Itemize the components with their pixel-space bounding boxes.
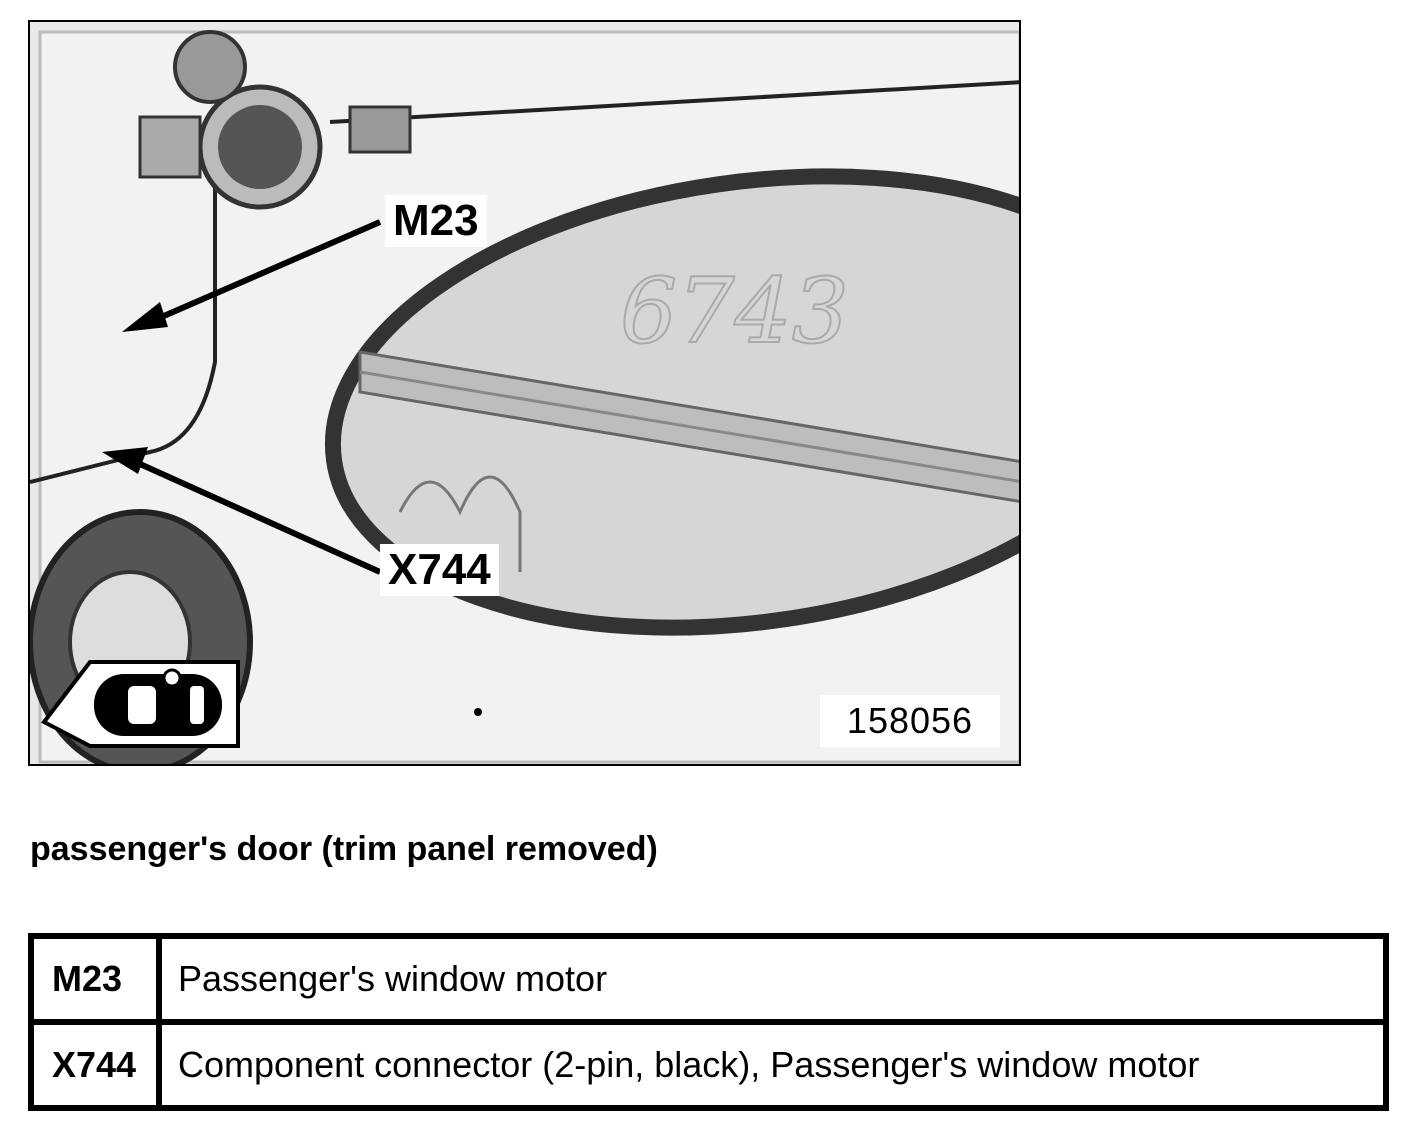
legend-code: M23 [28,933,162,1025]
arrow-m23 [122,219,382,332]
figure-number: 158056 [820,695,1000,747]
speaker-top [138,30,412,210]
legend-table: M23 Passenger's window motor X744 Compon… [28,933,1389,1111]
car-view-icon [40,660,240,748]
callout-m23: M23 [385,195,487,247]
door-illustration: 6743 [30,22,1019,764]
callout-x744: X744 [380,544,499,596]
handwriting: 6743 [620,259,849,364]
legend-description: Passenger's window motor [156,933,1389,1025]
window-opening: 6743 [324,168,1019,636]
door-photo: 6743 [28,20,1021,766]
figure-caption: passenger's door (trim panel removed) [30,830,658,868]
table-row: M23 Passenger's window motor [28,933,1389,1025]
table-row: X744 Component connector (2-pin, black),… [28,1019,1389,1111]
arrow-x744 [102,447,382,575]
legend-description: Component connector (2-pin, black), Pass… [156,1019,1389,1111]
legend-code: X744 [28,1019,162,1111]
